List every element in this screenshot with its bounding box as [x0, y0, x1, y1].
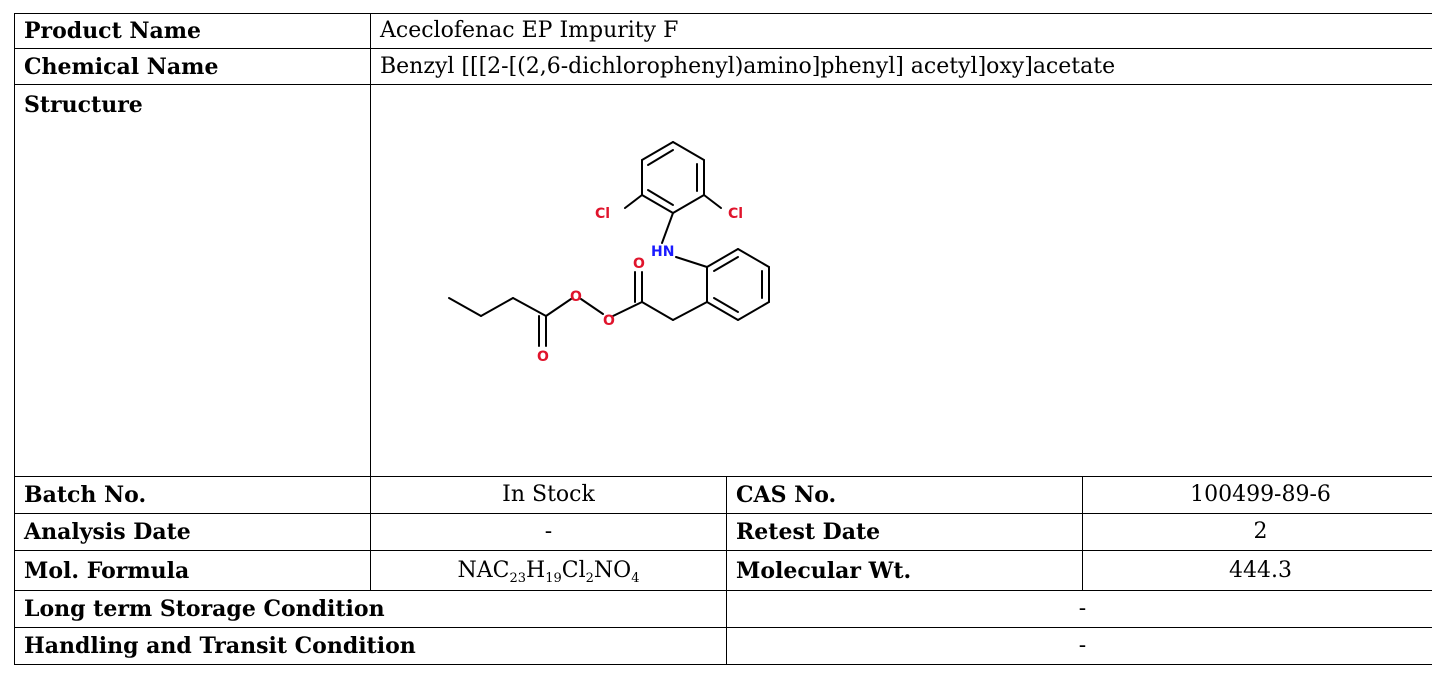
atom-oxygen-link-lower: O [603, 313, 615, 329]
row-formula-weight: Mol. Formula NAC23H19Cl2NO4 Molecular Wt… [14, 550, 1432, 591]
bond [480, 297, 514, 317]
atom-oxygen-bottom: O [537, 349, 549, 365]
bond [448, 297, 482, 317]
atom-nitrogen: HN [651, 244, 674, 260]
bond [580, 298, 604, 315]
row-batch-cas: Batch No. In Stock CAS No. 100499-89-6 [14, 476, 1432, 514]
row-storage: Long term Storage Condition - [14, 590, 1432, 628]
bond [672, 141, 705, 161]
product-name-label: Product Name [14, 13, 371, 49]
analysis-date-value: - [370, 513, 727, 551]
handling-condition-label: Handling and Transit Condition [14, 627, 727, 665]
mol-formula-label: Mol. Formula [14, 550, 371, 591]
bond [672, 194, 705, 214]
atom-chlorine-left: Cl [595, 206, 610, 222]
molecule-diagram: Cl Cl HN O O O O [448, 141, 770, 365]
cas-no-label: CAS No. [726, 476, 1083, 514]
bond [737, 248, 770, 268]
bond [545, 298, 572, 317]
batch-no-value: In Stock [370, 476, 727, 514]
bond [706, 248, 739, 268]
storage-condition-value: - [726, 590, 1432, 628]
structure-label: Structure [14, 84, 371, 477]
bond [675, 256, 708, 268]
product-spec-table: Product Name Aceclofenac EP Impurity F C… [14, 13, 1432, 665]
retest-date-value: 2 [1082, 513, 1432, 551]
bond [624, 194, 643, 209]
bond [512, 297, 547, 317]
bond [737, 301, 770, 321]
bonds [448, 141, 770, 347]
bond [612, 301, 643, 317]
product-name-value: Aceclofenac EP Impurity F [370, 13, 1432, 49]
handling-condition-value: - [726, 627, 1432, 665]
bond-double [647, 149, 674, 166]
mol-formula-value: NAC23H19Cl2NO4 [370, 550, 727, 591]
atom-oxygen-link-upper: O [570, 289, 582, 305]
bond [706, 301, 739, 321]
bond [672, 301, 708, 321]
atom-oxygen-top: O [633, 256, 645, 272]
molecular-weight-label: Molecular Wt. [726, 550, 1083, 591]
row-analysis-retest: Analysis Date - Retest Date 2 [14, 513, 1432, 551]
row-chemical-name: Chemical Name Benzyl [[[2-[(2,6-dichloro… [14, 48, 1432, 85]
bond [641, 301, 674, 321]
row-product-name: Product Name Aceclofenac EP Impurity F [14, 13, 1432, 49]
row-handling: Handling and Transit Condition - [14, 627, 1432, 665]
batch-no-label: Batch No. [14, 476, 371, 514]
bond [641, 194, 674, 214]
bond [641, 141, 674, 161]
storage-condition-label: Long term Storage Condition [14, 590, 727, 628]
bond-double [713, 256, 739, 272]
bond-double [713, 297, 739, 313]
molecular-weight-value: 444.3 [1082, 550, 1432, 591]
bond [661, 212, 674, 244]
bond-double [647, 189, 674, 206]
chemical-name-label: Chemical Name [14, 48, 371, 85]
bond [703, 194, 722, 209]
atom-chlorine-right: Cl [728, 206, 743, 222]
chemical-name-value: Benzyl [[[2-[(2,6-dichlorophenyl)amino]p… [370, 48, 1432, 85]
retest-date-label: Retest Date [726, 513, 1083, 551]
analysis-date-label: Analysis Date [14, 513, 371, 551]
structure-cell: Cl Cl HN O O O O [370, 84, 1432, 477]
structure-drawing: Cl Cl HN O O O O [372, 86, 1432, 468]
cas-no-value: 100499-89-6 [1082, 476, 1432, 514]
row-structure: Structure [14, 84, 1432, 477]
